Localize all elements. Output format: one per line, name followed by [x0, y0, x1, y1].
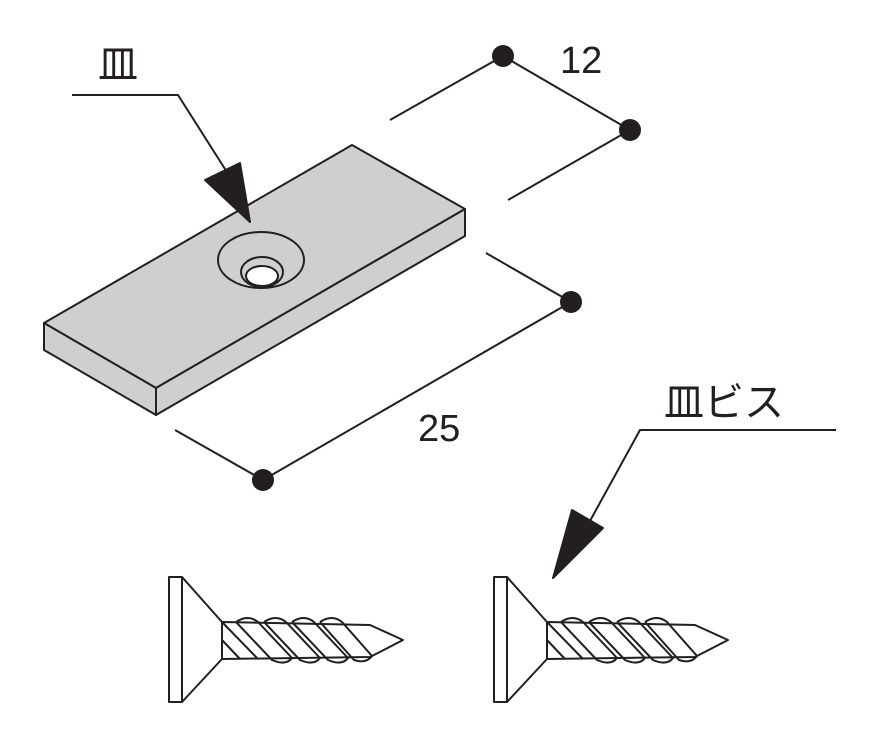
screw-1 — [168, 576, 404, 703]
plate-leader-arrow — [72, 94, 251, 223]
plate — [43, 144, 466, 416]
plate-label: 皿 — [98, 43, 138, 87]
dimension-25 — [174, 252, 582, 491]
screw-leader-arrow — [552, 429, 836, 579]
length-dimension-label: 25 — [418, 408, 461, 450]
screw-label: 皿ビス — [664, 381, 784, 425]
width-dimension-label: 12 — [560, 40, 603, 82]
dimension-12 — [389, 45, 641, 201]
screw-2 — [493, 576, 729, 703]
